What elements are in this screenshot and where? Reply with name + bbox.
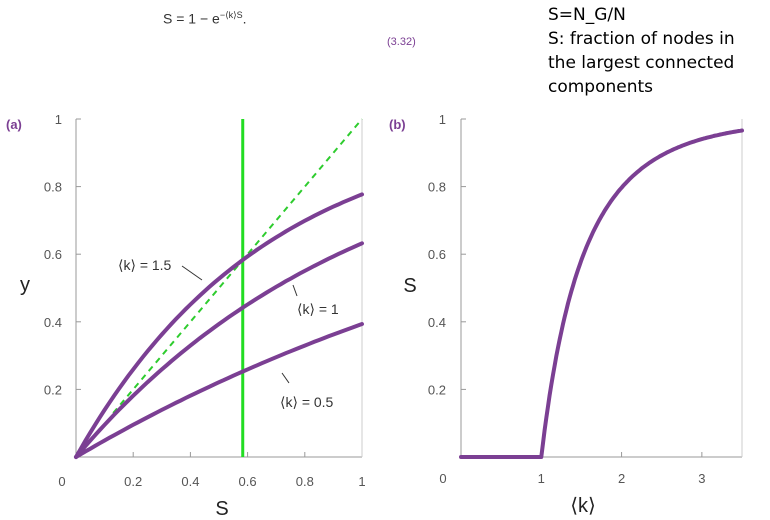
a-y-tick-label: 0.6 — [44, 247, 62, 262]
a-y-tick-label: 1 — [55, 112, 62, 127]
b-y-tick-label: 1 — [439, 112, 446, 127]
series-annotation-label: ⟨k⟩ = 1 — [297, 301, 339, 317]
annotation-arrow — [181, 265, 203, 281]
a-curve-k-1-5 — [74, 192, 364, 459]
a-x-axis-label: S — [215, 498, 228, 520]
equation-end: . — [242, 10, 247, 27]
b-x-tick-label: 2 — [618, 471, 625, 486]
equation: S = 1 − e−⟨k⟩S. — [163, 10, 247, 27]
panel-a-label: (a) — [6, 117, 22, 132]
series-annotation-label: ⟨k⟩ = 1.5 — [118, 257, 172, 273]
definition-note: S=N_G/N S: fraction of nodes in the larg… — [548, 3, 770, 99]
b-y-tick-label: 0.4 — [428, 315, 446, 330]
equation-number: (3.32) — [387, 36, 416, 48]
b-y-tick-label: 0.8 — [428, 180, 446, 195]
b-y-tick-label: 0.2 — [428, 382, 446, 397]
a-x-tick-label: 0.4 — [181, 474, 199, 489]
note-line-2: S: fraction of nodes in — [548, 29, 735, 49]
annotation-arrow — [281, 372, 290, 384]
b-x-tick-label: 0 — [439, 471, 446, 486]
a-x-tick-label: 1 — [358, 474, 365, 489]
a-curve-k-1 — [74, 241, 364, 459]
note-line-3: the largest connected — [548, 53, 735, 73]
series-annotation-label: ⟨k⟩ = 0.5 — [280, 394, 334, 410]
b-x-axis-label: ⟨k⟩ — [570, 495, 596, 517]
equation-exponent: −⟨k⟩S — [219, 10, 243, 20]
a-y-axis-label: y — [20, 274, 30, 296]
a-x-tick-label: 0.6 — [239, 474, 257, 489]
note-line-1: S=N_G/N — [548, 5, 626, 25]
b-x-tick-label: 1 — [538, 471, 545, 486]
b-y-tick-label: 0.6 — [428, 247, 446, 262]
a-x-tick-label: 0.2 — [124, 474, 142, 489]
b-x-tick-label: 3 — [698, 471, 705, 486]
a-y-tick-label: 0.2 — [44, 382, 62, 397]
a-curve-k-0-5 — [74, 322, 364, 459]
a-y-tick-label: 0.8 — [44, 180, 62, 195]
a-y-tick-label: 0.4 — [44, 315, 62, 330]
b-giant-component-curve — [459, 128, 744, 459]
a-x-tick-label: 0 — [58, 474, 65, 489]
a-x-tick-label: 0.8 — [296, 474, 314, 489]
b-y-axis-label: S — [403, 275, 416, 297]
panel-b-label: (b) — [389, 117, 406, 132]
equation-lhs: S = 1 − e — [163, 10, 220, 27]
note-line-4: components — [548, 77, 654, 97]
annotation-arrow — [292, 284, 298, 297]
